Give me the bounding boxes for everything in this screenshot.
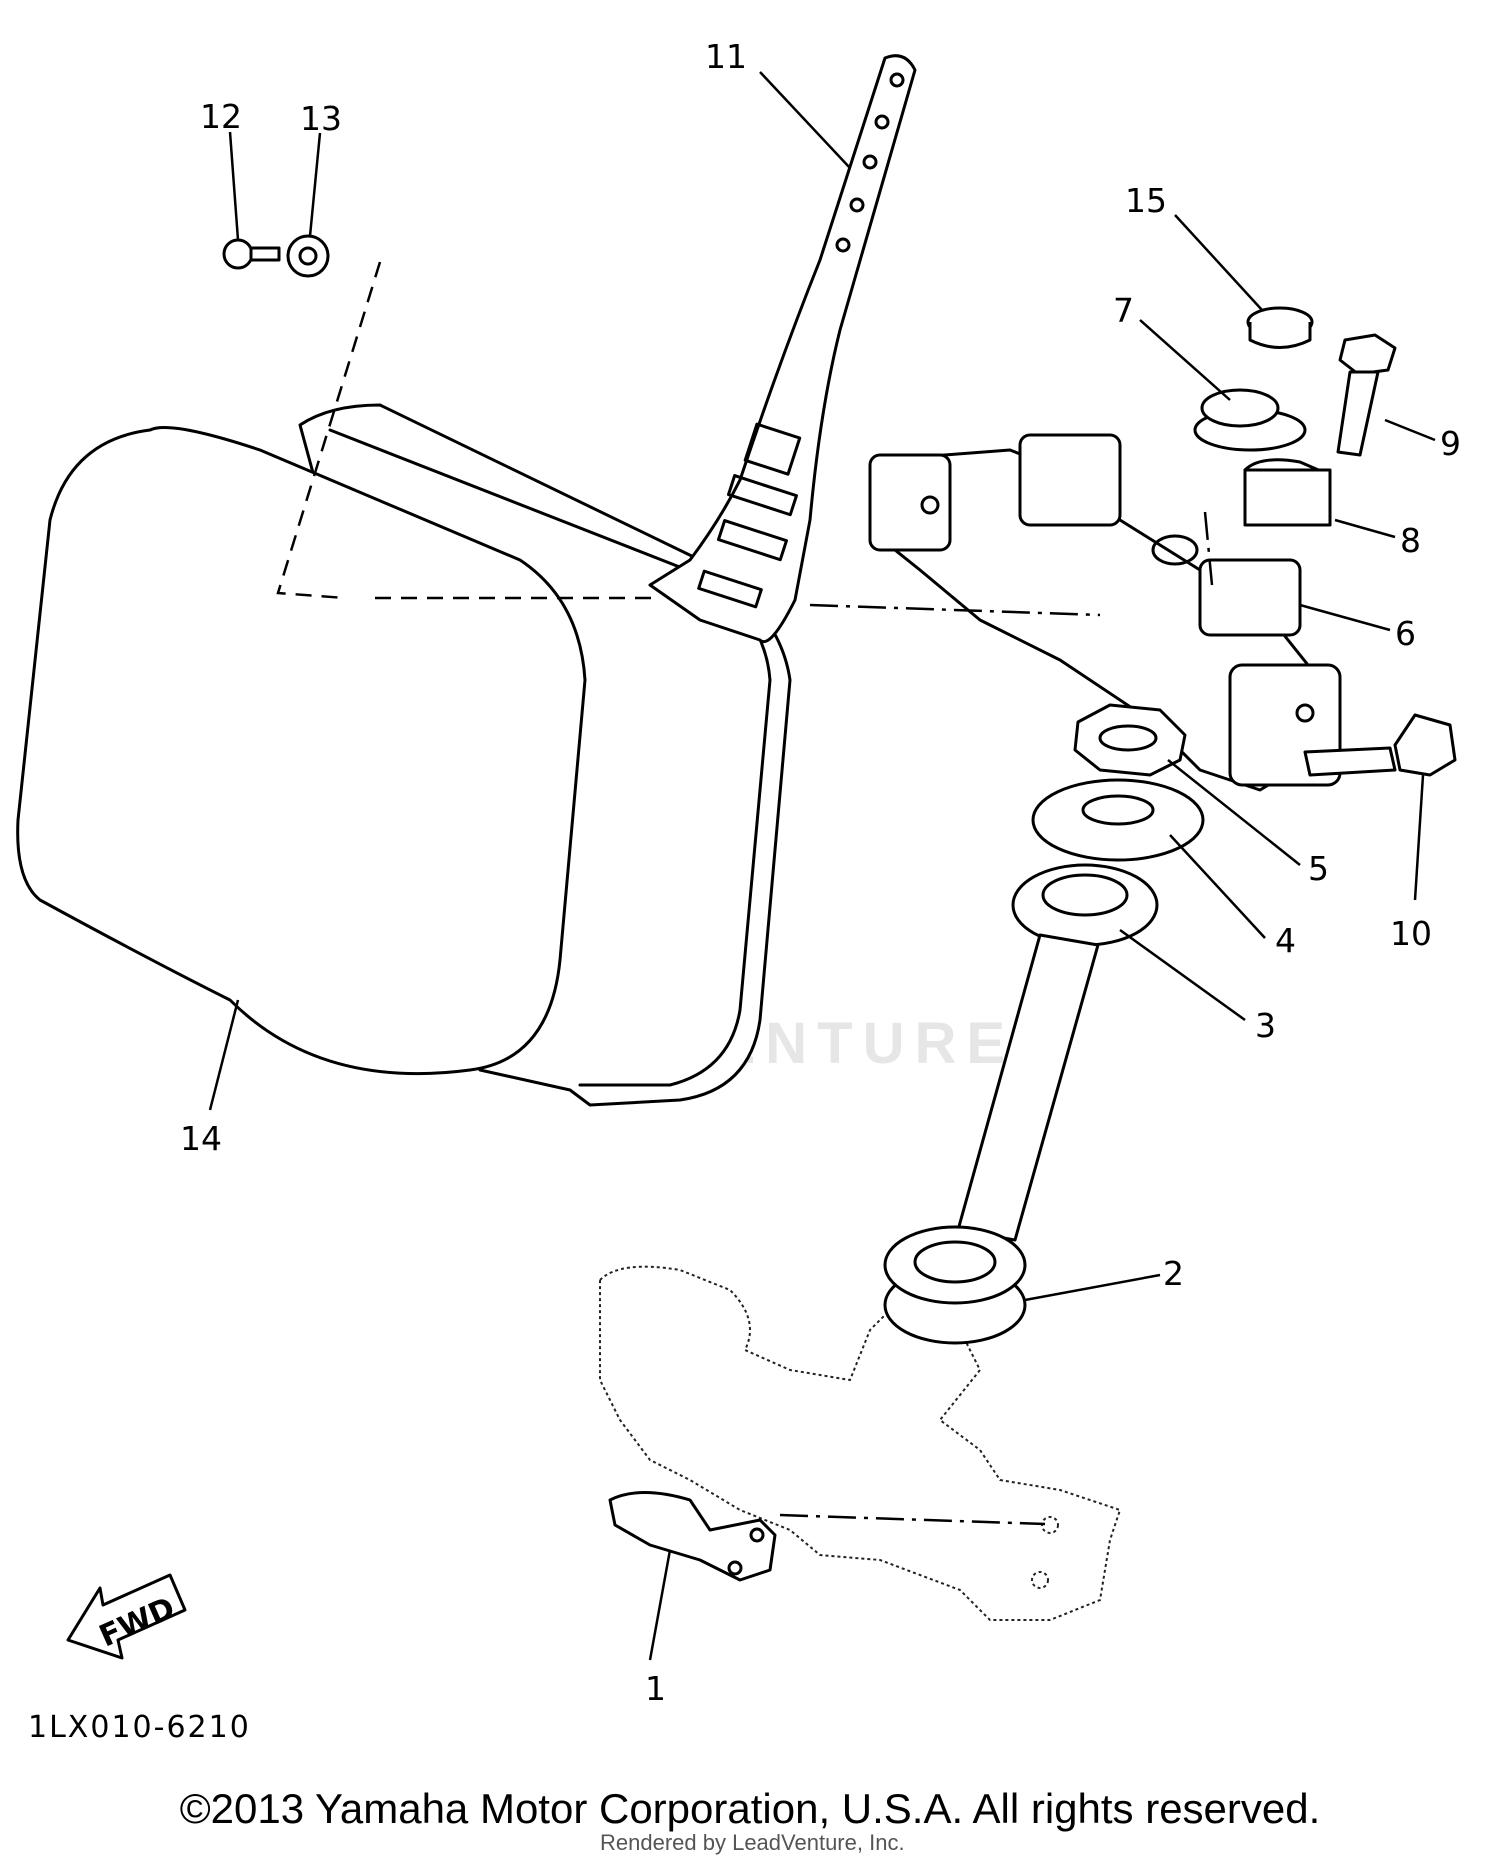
leader-lines — [208, 71, 1436, 1661]
part-1-clamp — [608, 1491, 777, 1582]
part-3-bearing — [1011, 863, 1159, 947]
part-6-upper-bracket — [868, 433, 1342, 792]
part-2-bearing — [883, 1225, 1027, 1345]
callout-14: 14 — [180, 1119, 222, 1158]
part-14-number-plate — [16, 403, 792, 1107]
part-9-bolt — [1336, 333, 1397, 457]
callout-9: 9 — [1440, 424, 1461, 463]
part-8-holder — [1243, 458, 1332, 527]
callout-7: 7 — [1113, 291, 1134, 330]
callout-4: 4 — [1275, 921, 1296, 960]
part-7-nut — [1193, 388, 1307, 452]
diagram-code: 1LX010-6210 — [28, 1710, 251, 1745]
fwd-arrow-icon — [66, 1573, 187, 1660]
part-15-cap — [1246, 306, 1314, 349]
part-4-cover — [1031, 778, 1205, 862]
part-12-bolt — [222, 238, 281, 270]
callout-8: 8 — [1400, 521, 1421, 560]
rendered-by-text: Rendered by LeadVenture, Inc. — [600, 1830, 905, 1855]
callout-5: 5 — [1308, 849, 1329, 888]
callout-1: 1 — [645, 1669, 666, 1708]
callout-11: 11 — [705, 37, 747, 76]
part-5-ring-nut — [1073, 703, 1187, 777]
part-13-washer — [286, 234, 330, 278]
reference-lines — [276, 261, 1214, 1526]
callout-6: 6 — [1395, 614, 1416, 653]
part-10-bolt — [1303, 713, 1457, 777]
steering-stem — [956, 933, 1100, 1242]
callout-13: 13 — [300, 99, 342, 138]
callout-15: 15 — [1125, 181, 1167, 220]
callout-12: 12 — [200, 97, 242, 136]
callout-3: 3 — [1255, 1006, 1276, 1045]
callout-2: 2 — [1163, 1254, 1184, 1293]
part-11-bracket — [648, 54, 917, 643]
callout-10: 10 — [1390, 914, 1432, 953]
copyright-text: ©2013 Yamaha Motor Corporation, U.S.A. A… — [179, 1785, 1321, 1832]
part-1-under-bracket — [599, 1265, 1122, 1621]
